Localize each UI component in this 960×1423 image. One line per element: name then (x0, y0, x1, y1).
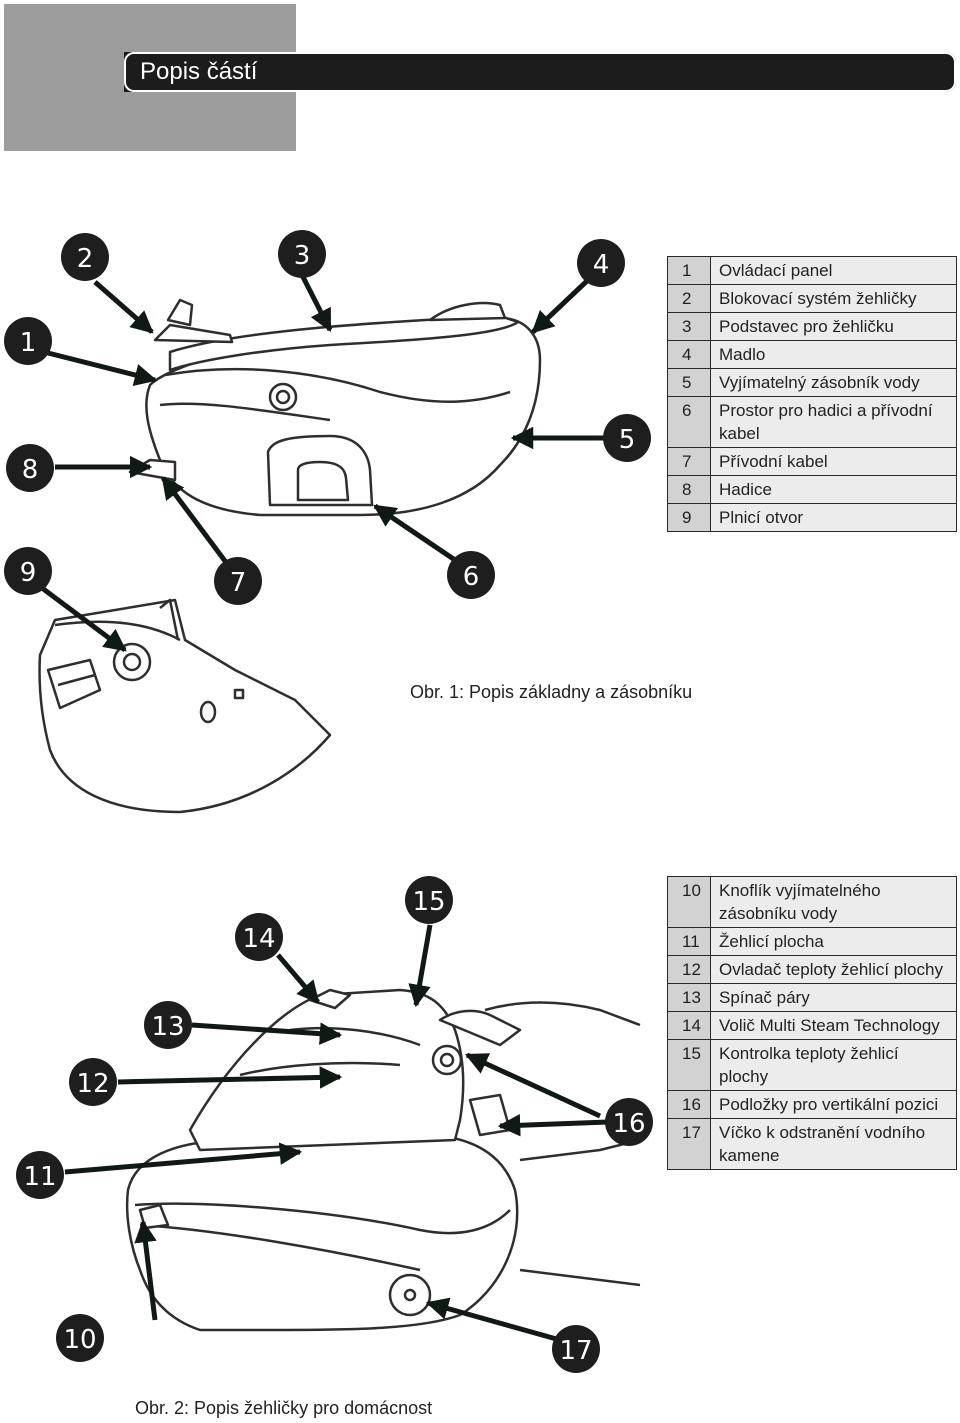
svg-text:14: 14 (242, 924, 275, 954)
svg-text:2: 2 (77, 244, 94, 274)
figure2-arrows (64, 924, 609, 1343)
svg-text:17: 17 (559, 1336, 592, 1366)
part-number: 5 (667, 368, 711, 397)
callout-13: 13 (144, 1001, 192, 1049)
base-station-drawing (128, 298, 542, 517)
part-label: Kontrolka teploty žehlicí plochy (710, 1039, 957, 1091)
svg-text:13: 13 (151, 1012, 184, 1042)
callout-15: 15 (405, 876, 453, 924)
svg-text:15: 15 (412, 887, 445, 917)
part-number: 4 (667, 340, 711, 369)
part-number: 7 (667, 447, 711, 476)
callout-8: 8 (6, 444, 54, 492)
part-number: 12 (667, 955, 711, 984)
callout-10: 10 (56, 1314, 104, 1362)
part-number: 1 (667, 256, 711, 285)
callout-7: 7 (214, 557, 262, 605)
callout-11: 11 (16, 1151, 64, 1199)
part-number: 11 (667, 927, 711, 956)
part-number: 2 (667, 284, 711, 313)
svg-text:4: 4 (593, 250, 610, 280)
part-number: 9 (667, 503, 711, 532)
part-label: Vyjímatelný zásobník vody (710, 368, 957, 397)
svg-text:11: 11 (23, 1162, 56, 1192)
part-label: Víčko k odstranění vodního kamene (710, 1118, 957, 1170)
part-number: 14 (667, 1011, 711, 1040)
svg-text:7: 7 (230, 568, 247, 598)
callout-5: 5 (603, 414, 651, 462)
part-label: Madlo (710, 340, 957, 369)
page-title: Popis částí (140, 58, 258, 85)
part-label: Podstavec pro žehličku (710, 312, 957, 341)
svg-text:1: 1 (20, 328, 37, 358)
part-label: Plnicí otvor (710, 503, 957, 532)
callout-4: 4 (577, 239, 625, 287)
figure1-callouts: 1 2 3 4 5 6 7 8 9 (4, 230, 651, 605)
figure2-callouts: 10 11 12 13 14 15 16 17 (16, 876, 653, 1373)
svg-text:12: 12 (76, 1069, 109, 1099)
part-number: 10 (667, 876, 711, 928)
part-number: 8 (667, 475, 711, 504)
part-number: 13 (667, 983, 711, 1012)
part-number: 17 (667, 1118, 711, 1170)
svg-text:16: 16 (612, 1109, 645, 1139)
part-number: 3 (667, 312, 711, 341)
svg-text:5: 5 (619, 425, 636, 455)
part-label: Ovládací panel (710, 256, 957, 285)
part-number: 16 (667, 1090, 711, 1119)
svg-text:8: 8 (22, 455, 39, 485)
part-label: Podložky pro vertikální pozici (710, 1090, 957, 1119)
callout-17: 17 (552, 1325, 600, 1373)
callout-6: 6 (447, 551, 495, 599)
part-label: Ovladač teploty žehlicí plochy (710, 955, 957, 984)
callout-3: 3 (278, 230, 326, 278)
callout-16: 16 (605, 1098, 653, 1146)
callout-14: 14 (235, 913, 283, 961)
figure2-caption: Obr. 2: Popis žehličky pro domácnost (135, 1398, 433, 1418)
svg-text:6: 6 (463, 562, 480, 592)
part-label: Prostor pro hadici a přívodní kabel (710, 396, 957, 448)
part-label: Přívodní kabel (710, 447, 957, 476)
tank-drawing (38, 598, 332, 814)
part-label: Hadice (710, 475, 957, 504)
callout-2: 2 (61, 233, 109, 281)
part-label: Žehlicí plocha (710, 927, 957, 956)
callout-12: 12 (69, 1058, 117, 1106)
svg-text:9: 9 (20, 558, 37, 588)
part-label: Spínač páry (710, 983, 957, 1012)
section-title-bar: Popis částí (124, 52, 956, 92)
callout-1: 1 (4, 317, 52, 365)
svg-text:10: 10 (63, 1325, 96, 1355)
part-label: Knoflík vyjímatelného zásobníku vody (710, 876, 957, 928)
callout-9: 9 (4, 547, 52, 595)
part-number: 6 (667, 396, 711, 448)
svg-text:3: 3 (294, 241, 311, 271)
part-number: 15 (667, 1039, 711, 1091)
figure1-arrows (40, 273, 605, 653)
part-label: Volič Multi Steam Technology (710, 1011, 957, 1040)
title-outline (124, 52, 956, 92)
part-label: Blokovací systém žehličky (710, 284, 957, 313)
figure1-caption: Obr. 1: Popis základny a zásobníku (410, 682, 693, 702)
